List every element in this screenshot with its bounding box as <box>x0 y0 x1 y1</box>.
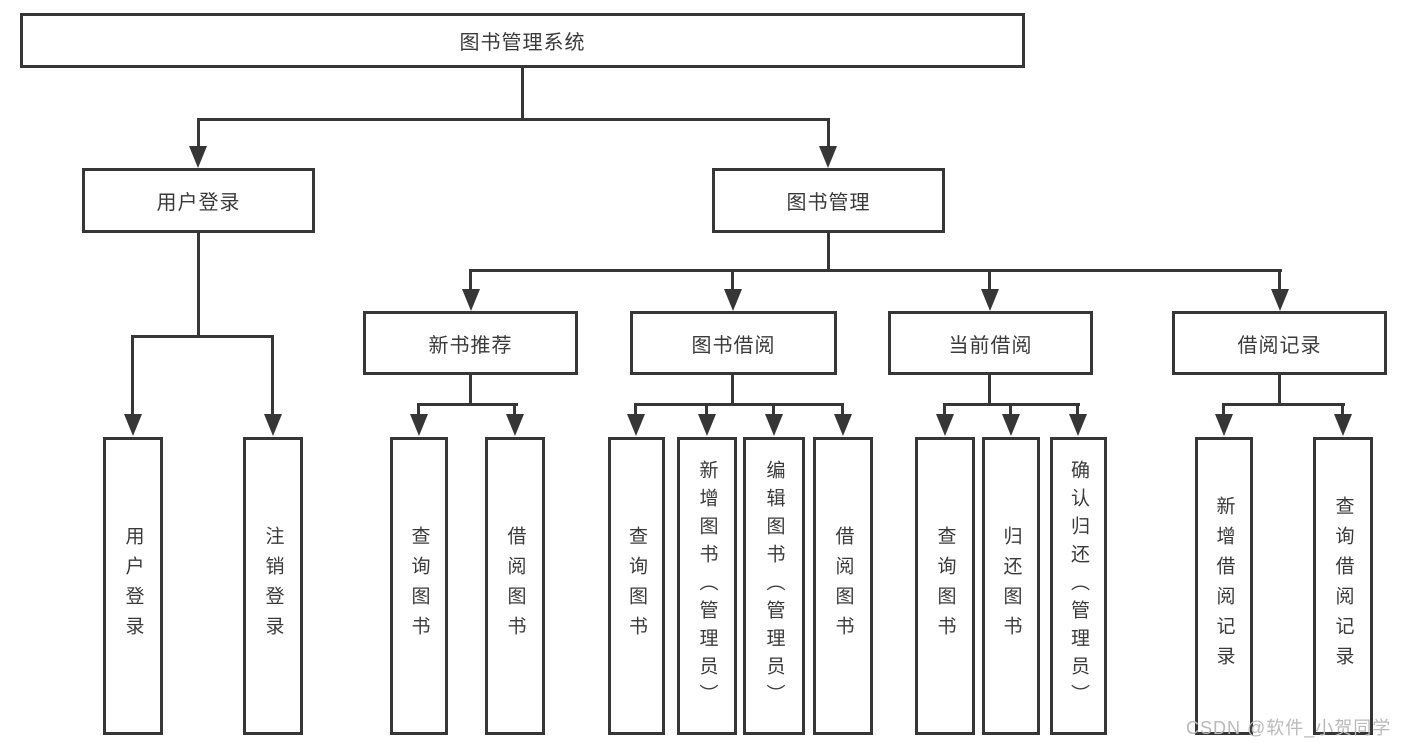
leaf-label: 查询图书 <box>626 526 647 646</box>
leaf-label: 归还图书 <box>1000 526 1022 646</box>
connector-vline <box>988 269 991 291</box>
connector-hline <box>131 335 274 338</box>
arrowhead-down-icon <box>506 414 524 436</box>
connector-vline <box>469 269 472 291</box>
leaf-logout: 注销登录 <box>243 437 303 735</box>
connector-hline <box>634 403 844 406</box>
node-book-management: 图书管理 <box>712 168 945 233</box>
connector-hline <box>1222 403 1345 406</box>
leaf-label: 编辑图书（管理员） <box>763 460 785 712</box>
connector-vline <box>197 233 200 338</box>
leaf-query-books-current: 查询图书 <box>915 437 975 735</box>
connector-vline <box>1341 403 1344 417</box>
node-label: 图书管理系统 <box>459 32 586 54</box>
arrowhead-down-icon <box>1002 414 1020 436</box>
connector-vline <box>1076 403 1079 417</box>
leaf-query-books-borrowing: 查询图书 <box>608 437 665 735</box>
node-library-management-system: 图书管理系统 <box>20 13 1025 68</box>
connector-vline <box>841 403 844 417</box>
connector-vline <box>705 403 708 417</box>
leaf-borrow-books-recommend: 借阅图书 <box>485 437 545 735</box>
leaf-query-books-recommend: 查询图书 <box>390 437 448 735</box>
node-label: 图书管理 <box>786 192 871 214</box>
connector-vline <box>513 403 516 417</box>
node-current-borrowing: 当前借阅 <box>888 311 1093 375</box>
connector-vline <box>1278 375 1281 406</box>
leaf-edit-books-admin: 编辑图书（管理员） <box>743 437 805 735</box>
leaf-label: 查询图书 <box>934 526 956 646</box>
arrowhead-down-icon <box>1069 414 1087 436</box>
connector-vline <box>1278 269 1281 291</box>
leaf-borrow-books: 借阅图书 <box>813 437 873 735</box>
node-label: 新书推荐 <box>428 334 513 357</box>
arrowhead-down-icon <box>1271 289 1289 311</box>
connector-vline <box>271 335 274 415</box>
leaf-user-login: 用户登录 <box>103 437 163 735</box>
leaf-label: 确认归还（管理员） <box>1068 460 1089 712</box>
arrowhead-down-icon <box>936 414 954 436</box>
connector-vline <box>197 118 200 148</box>
connector-hline <box>417 403 518 406</box>
arrowhead-down-icon <box>698 414 716 436</box>
connector-vline <box>772 403 775 417</box>
leaf-label: 新增借阅记录 <box>1213 496 1235 676</box>
connector-vline <box>521 68 524 121</box>
arrowhead-down-icon <box>834 414 852 436</box>
node-label: 当前借阅 <box>948 334 1033 357</box>
node-label: 用户登录 <box>156 192 241 214</box>
connector-vline <box>731 375 734 406</box>
node-borrowing-records: 借阅记录 <box>1172 311 1387 375</box>
leaf-query-borrow-record: 查询借阅记录 <box>1313 437 1373 735</box>
leaf-confirm-return-admin: 确认归还（管理员） <box>1050 437 1107 735</box>
leaf-add-books-admin: 新增图书（管理员） <box>677 437 737 735</box>
connector-hline <box>197 118 830 121</box>
node-new-book-recommendation: 新书推荐 <box>363 311 578 375</box>
node-label: 图书借阅 <box>691 334 776 357</box>
node-book-borrowing: 图书借阅 <box>630 311 837 375</box>
arrowhead-down-icon <box>410 414 428 436</box>
connector-vline <box>417 403 420 417</box>
arrowhead-down-icon <box>1215 414 1233 436</box>
leaf-label: 用户登录 <box>122 526 144 646</box>
arrowhead-down-icon <box>765 414 783 436</box>
arrowhead-down-icon <box>981 289 999 311</box>
arrowhead-down-icon <box>264 414 282 436</box>
connector-vline <box>827 233 830 272</box>
leaf-add-borrow-record: 新增借阅记录 <box>1195 437 1253 735</box>
leaf-label: 借阅图书 <box>832 526 854 646</box>
arrowhead-down-icon <box>724 289 742 311</box>
leaf-label: 新增图书（管理员） <box>696 460 718 712</box>
connector-vline <box>1222 403 1225 417</box>
connector-hline <box>469 269 1282 272</box>
leaf-return-books: 归还图书 <box>982 437 1040 735</box>
leaf-label: 查询图书 <box>408 526 430 646</box>
node-user-login: 用户登录 <box>82 168 315 233</box>
arrowhead-down-icon <box>462 289 480 311</box>
leaf-label: 查询借阅记录 <box>1332 496 1354 676</box>
csdn-watermark: CSDN @软件_小贺同学 <box>1186 718 1392 738</box>
arrowhead-down-icon <box>189 146 207 168</box>
connector-vline <box>131 335 134 415</box>
leaf-label: 借阅图书 <box>504 526 526 646</box>
arrowhead-down-icon <box>1334 414 1352 436</box>
node-label: 借阅记录 <box>1237 334 1322 357</box>
connector-vline <box>1009 403 1012 417</box>
arrowhead-down-icon <box>627 414 645 436</box>
connector-vline <box>988 375 991 406</box>
connector-vline <box>943 403 946 417</box>
arrowhead-down-icon <box>819 146 837 168</box>
leaf-label: 注销登录 <box>262 526 284 646</box>
connector-vline <box>731 269 734 291</box>
arrowhead-down-icon <box>124 414 142 436</box>
connector-vline <box>469 375 472 406</box>
connector-vline <box>827 118 830 148</box>
connector-vline <box>634 403 637 417</box>
